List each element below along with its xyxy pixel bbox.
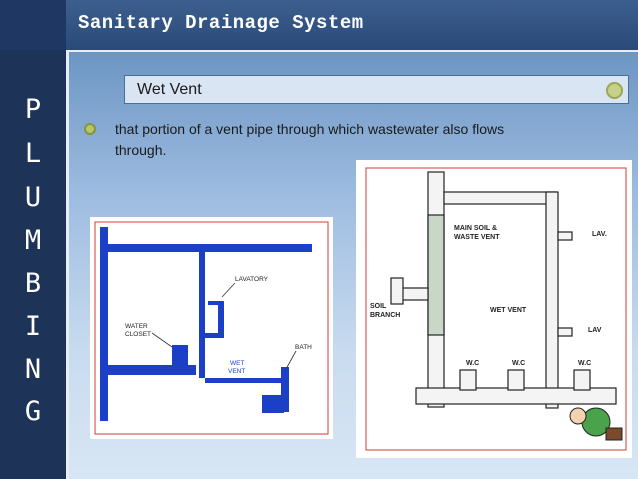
bullet-icon: [84, 123, 96, 135]
vent-riser-pipe: [199, 252, 205, 378]
main-stack-pipe: [100, 227, 108, 421]
wc-fitting-3: [573, 369, 591, 391]
side-bar: P L U M B I N G: [0, 50, 66, 479]
title-bar-left-block: [0, 0, 66, 50]
bath-trap: [262, 395, 284, 413]
lav-mid-trap: [557, 327, 573, 337]
label-vent: VENT: [228, 368, 245, 375]
wet-vent-pipe: [205, 378, 285, 383]
label-wet-vent: WET VENT: [490, 307, 527, 314]
horizontal-divider: [66, 50, 638, 52]
subtitle-box: Wet Vent: [124, 75, 629, 104]
label-waste-vent: WASTE VENT: [454, 234, 500, 241]
title-bar: Sanitary Drainage System: [0, 0, 638, 50]
label-lavatory: LAVATORY: [235, 276, 269, 283]
right-riser-pipe: [545, 191, 559, 409]
side-letter-4: M: [24, 225, 42, 256]
lav-top-trap: [557, 231, 573, 241]
label-main-soil: MAIN SOIL &: [454, 225, 497, 232]
slide-title: Sanitary Drainage System: [78, 12, 364, 34]
wc-fitting-2: [507, 369, 525, 391]
plumber-cartoon: [569, 407, 623, 441]
wet-vent-diagram-right: MAIN SOIL & WASTE VENT LAV. LAV SOIL BRA…: [356, 160, 632, 458]
side-letter-8: G: [24, 396, 42, 427]
right-diagram-frame: [365, 167, 627, 451]
label-wc-2: W.C: [512, 360, 525, 367]
label-water: WATER: [125, 323, 148, 330]
label-wc-3: W.C: [578, 360, 591, 367]
lavatory-trap: [205, 333, 224, 338]
label-soil: SOIL: [370, 303, 387, 310]
label-bath: BATH: [295, 344, 312, 351]
side-letter-3: U: [24, 182, 42, 213]
side-letter-2: L: [24, 138, 42, 169]
left-diagram-svg: LAVATORY WATER CLOSET WET VENT BATH: [94, 221, 329, 435]
water-closet-branch: [108, 365, 196, 375]
side-letter-7: N: [24, 354, 42, 385]
label-lav-mid: LAV: [588, 327, 602, 334]
bath-drain-riser: [281, 367, 289, 412]
side-letter-6: I: [24, 311, 42, 342]
right-diagram-svg: MAIN SOIL & WASTE VENT LAV. LAV SOIL BRA…: [365, 167, 627, 451]
wet-vent-diagram-left: LAVATORY WATER CLOSET WET VENT BATH: [90, 217, 333, 439]
label-wc-1: W.C: [466, 360, 479, 367]
vertical-divider: [66, 50, 69, 479]
subtitle-text: Wet Vent: [137, 81, 202, 98]
definition-text: that portion of a vent pipe through whic…: [115, 121, 505, 158]
water-closet-fitting: [172, 345, 188, 367]
side-letter-5: B: [24, 268, 42, 299]
left-diagram-frame: [94, 221, 329, 435]
top-horizontal-pipe: [100, 244, 312, 252]
side-letter-1: P: [24, 94, 42, 125]
sketch-pipes: [390, 171, 617, 409]
label-closet: CLOSET: [125, 331, 151, 338]
soil-branch-fitting: [390, 277, 404, 305]
circle-icon: [606, 82, 623, 99]
label-leaders: [151, 282, 297, 370]
stack-shaded-section: [427, 214, 445, 336]
wc-fitting-1: [459, 369, 477, 391]
pipes-group: [100, 227, 312, 421]
label-lav-top: LAV.: [592, 231, 607, 238]
label-branch: BRANCH: [370, 312, 400, 319]
top-vent-pipe: [443, 191, 557, 205]
lavatory-drop: [218, 301, 224, 337]
label-wet: WET: [230, 360, 244, 367]
lavatory-arm: [208, 301, 222, 305]
